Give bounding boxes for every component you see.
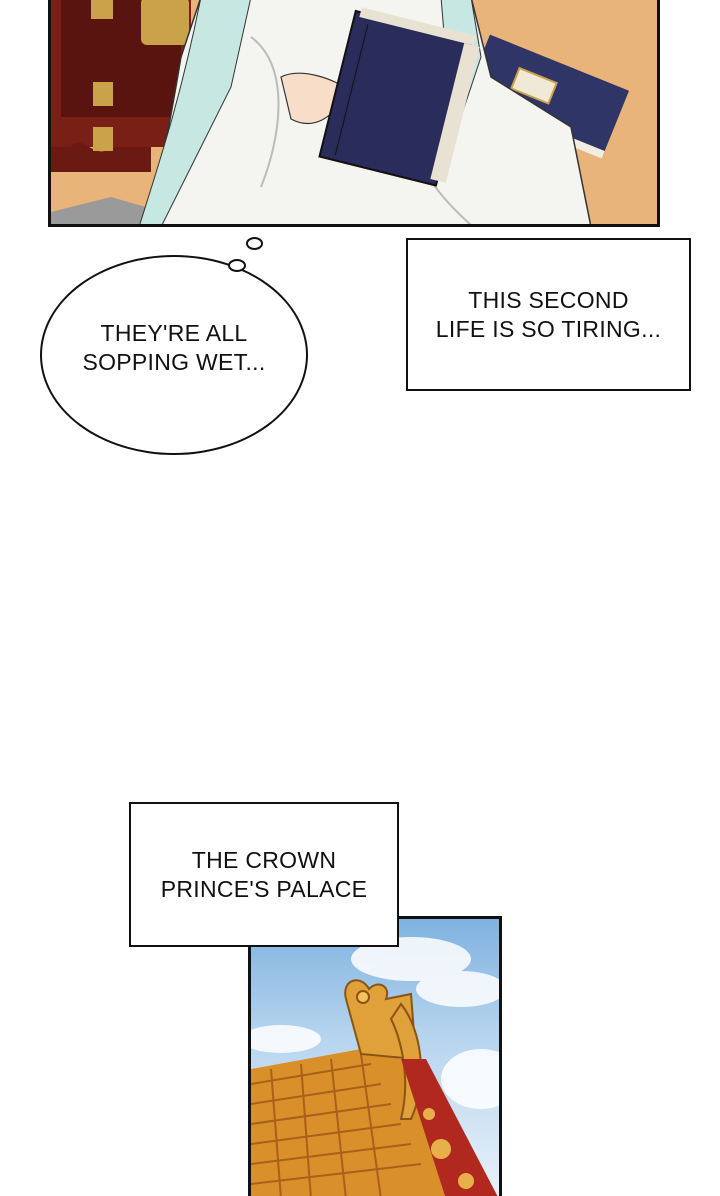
thought-bubble-puff xyxy=(228,259,246,272)
panel-illustration-palace-roof xyxy=(251,937,499,1196)
narration-text: THIS SECOND LIFE IS SO TIRING... xyxy=(435,286,662,342)
comic-panel-top xyxy=(48,0,660,227)
panel-illustration-scholar xyxy=(51,0,657,224)
held-book xyxy=(318,7,480,187)
thought-bubble-text: THEY'RE ALL SOPPING WET... xyxy=(82,320,266,375)
thought-bubble: THEY'RE ALL SOPPING WET... xyxy=(40,255,308,455)
comic-panel-bottom xyxy=(248,916,502,1196)
thought-bubble-puff xyxy=(246,237,263,250)
narration-box: THIS SECOND LIFE IS SO TIRING... xyxy=(406,238,691,391)
location-caption-box: THE CROWN PRINCE'S PALACE xyxy=(129,802,399,947)
location-caption-text: THE CROWN PRINCE'S PALACE xyxy=(160,846,368,902)
cabinet xyxy=(51,0,191,172)
